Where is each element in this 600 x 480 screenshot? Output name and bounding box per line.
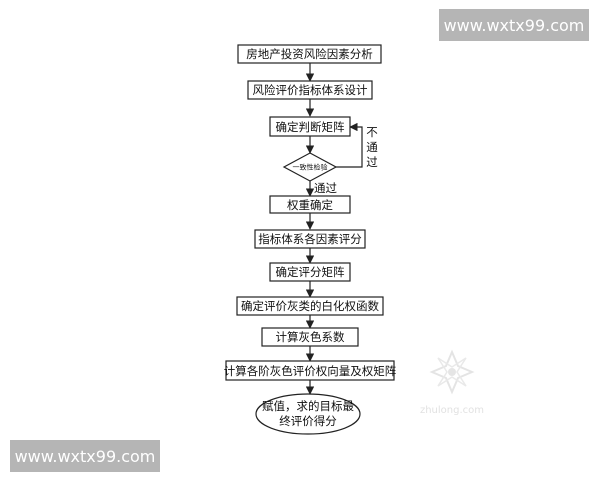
decision-label: 一致性检验	[293, 163, 328, 172]
end-label-line-1: 赋值，求的目标最	[262, 399, 354, 413]
step-8-label: 计算灰色系数	[276, 330, 345, 344]
connectors	[305, 63, 363, 395]
watermark-logo-text: zhulong.com	[420, 405, 484, 416]
fail-label-char-1: 不	[366, 125, 378, 139]
step-5-label: 指标体系各因素评分	[258, 232, 362, 246]
step-3-label: 确定判断矩阵	[276, 120, 345, 134]
step-risk-factor-analysis: 房地产投资风险因素分析	[237, 44, 382, 64]
pass-label: 通过	[314, 181, 337, 195]
fail-label-char-2: 通	[366, 140, 378, 154]
step-7-label: 确定评价灰类的白化权函数	[241, 299, 379, 313]
step-2-label: 风险评价指标体系设计	[253, 83, 368, 97]
fail-label-char-3: 过	[366, 155, 378, 169]
step-whitening-weight-function: 确定评价灰类的白化权函数	[236, 296, 384, 316]
snowflake-icon	[429, 349, 475, 395]
decision-consistency-check: 一致性检验	[282, 152, 338, 182]
step-index-system-design: 风险评价指标体系设计	[247, 80, 373, 100]
step-grey-coefficient: 计算灰色系数	[261, 327, 359, 347]
step-4-label: 权重确定	[287, 198, 333, 212]
end-final-score: 赋值，求的目标最 终评价得分	[255, 393, 361, 435]
fail-label: 不 通 过	[366, 125, 378, 169]
step-factor-scoring: 指标体系各因素评分	[254, 229, 366, 249]
step-grey-weight-vectors: 计算各阶灰色评价权向量及权矩阵	[224, 360, 397, 381]
watermark-top-right: www.wxtx99.com	[439, 9, 589, 41]
watermark-bottom-left: www.wxtx99.com	[10, 440, 160, 472]
arrow-fail-loop	[336, 122, 363, 168]
step-scoring-matrix: 确定评分矩阵	[269, 262, 351, 282]
step-weight-determination: 权重确定	[269, 195, 351, 214]
step-judgment-matrix: 确定判断矩阵	[269, 116, 351, 137]
watermark-logo: zhulong.com	[420, 349, 484, 416]
end-label-line-2: 终评价得分	[279, 414, 337, 428]
step-6-label: 确定评分矩阵	[276, 265, 345, 279]
step-1-label: 房地产投资风险因素分析	[246, 47, 373, 61]
step-9-label: 计算各阶灰色评价权向量及权矩阵	[224, 364, 397, 378]
